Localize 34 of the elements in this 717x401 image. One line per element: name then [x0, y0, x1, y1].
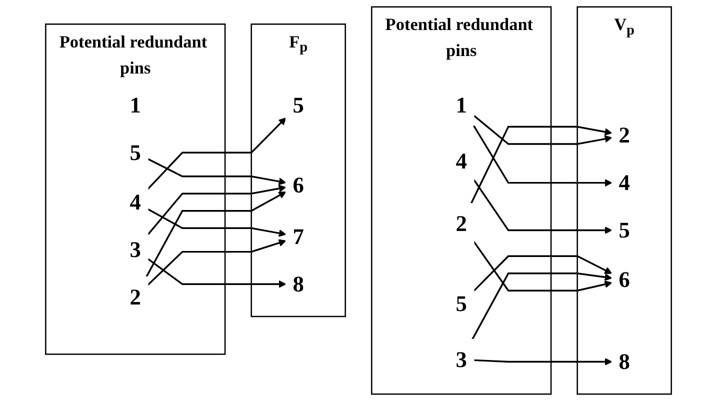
arrow — [473, 241, 612, 292]
node-text: 5 — [456, 291, 467, 316]
node-text: 3 — [130, 237, 141, 262]
node-text: 3 — [456, 347, 467, 372]
arrow — [472, 272, 612, 340]
arrow — [147, 117, 286, 190]
arrow — [147, 184, 286, 236]
node-text: 8 — [292, 272, 304, 297]
arrow — [472, 125, 612, 187]
node-text: 6 — [618, 267, 630, 292]
node-text: 2 — [618, 122, 630, 148]
arrow — [146, 192, 286, 278]
node-text: 4 — [456, 148, 467, 174]
arrow — [147, 239, 286, 286]
node-text: 4 — [130, 190, 141, 215]
arrow — [473, 255, 612, 292]
node-text: 6 — [292, 172, 304, 198]
node-text: 1 — [130, 92, 141, 118]
arrow — [147, 158, 286, 186]
node-text: 7 — [292, 224, 304, 250]
arrow — [473, 114, 612, 145]
arrow — [473, 179, 612, 234]
node-text: 2 — [130, 284, 141, 310]
arrow — [147, 258, 286, 288]
node-text: 2 — [456, 211, 467, 236]
node-text: 8 — [618, 349, 630, 374]
node-text: 4 — [618, 170, 630, 196]
node-text: 5 — [130, 140, 141, 166]
arrow — [470, 126, 612, 204]
arrow — [474, 358, 612, 366]
node-text: 5 — [292, 92, 304, 118]
node-text: 5 — [618, 218, 630, 243]
node-text: 1 — [456, 92, 467, 118]
arrow — [147, 208, 286, 237]
